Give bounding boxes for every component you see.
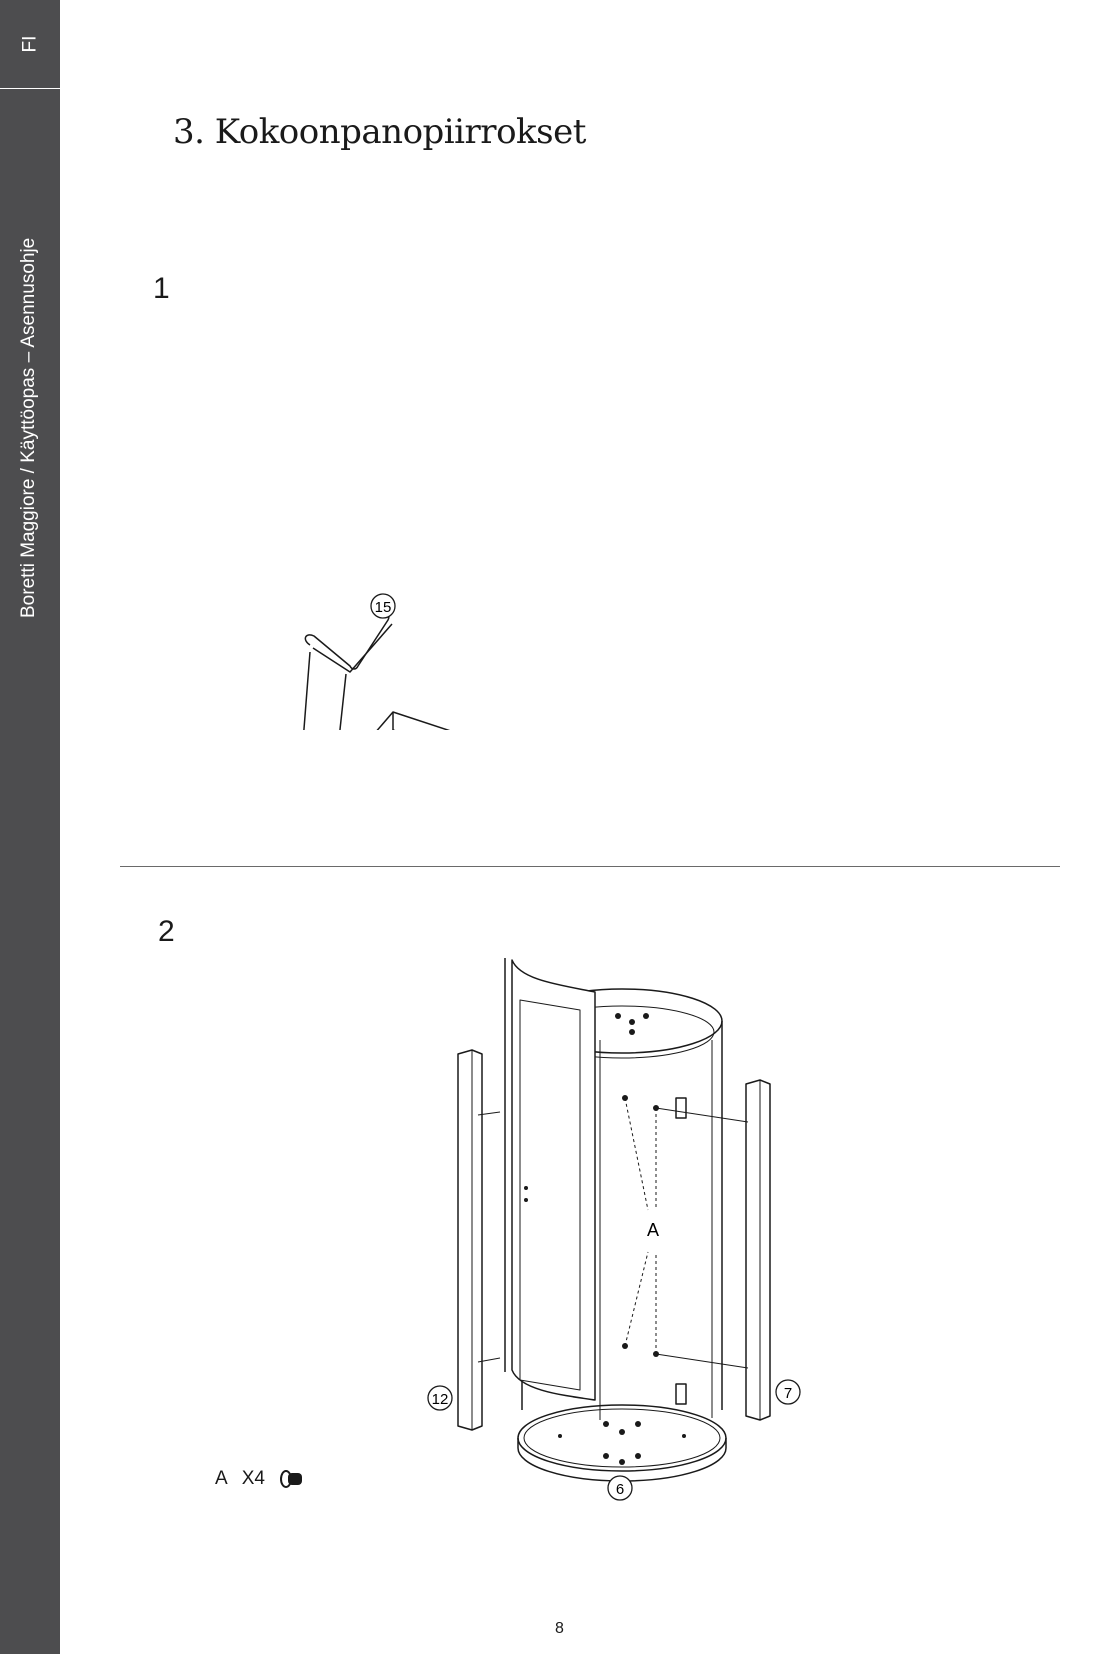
screw-points	[622, 1095, 659, 1357]
leg-right-part	[655, 1079, 771, 1421]
callout-leg-right: 7	[775, 1379, 801, 1405]
screw-label-a: A	[647, 1220, 659, 1240]
svg-text:7: 7	[784, 1385, 792, 1402]
callout-clip-left: 15	[370, 593, 396, 619]
base-part	[517, 1404, 727, 1482]
page-number: 8	[555, 1620, 564, 1637]
step-1-number: 1	[153, 272, 170, 305]
screw-icon	[279, 1470, 302, 1488]
section-divider	[120, 866, 1060, 867]
language-tab: FI	[0, 0, 60, 89]
svg-text:6: 6	[616, 1481, 624, 1498]
tray-part	[376, 711, 451, 730]
leg-left-part	[457, 1049, 501, 1431]
sidebar: FI Boretti Maggiore / Käyttöopas – Asenn…	[0, 0, 60, 1654]
legend-quantity: X4	[241, 1468, 265, 1489]
callout-leg-left: 12	[427, 1385, 453, 1411]
legend-letter: A	[215, 1468, 228, 1489]
step-2-diagram: A 12 7 6	[427, 958, 801, 1501]
step-2-number: 2	[158, 915, 175, 948]
door-panel-part	[504, 958, 596, 1401]
svg-text:15: 15	[375, 599, 392, 616]
svg-text:12: 12	[432, 1391, 449, 1408]
callout-base: 6	[607, 1475, 633, 1501]
hardware-legend: A X4	[215, 1468, 307, 1490]
clip-left-part	[303, 610, 393, 730]
section-heading: 3. Kokoonpanopiirrokset	[173, 112, 586, 152]
step-1-diagram: 15 15 4	[303, 593, 451, 730]
